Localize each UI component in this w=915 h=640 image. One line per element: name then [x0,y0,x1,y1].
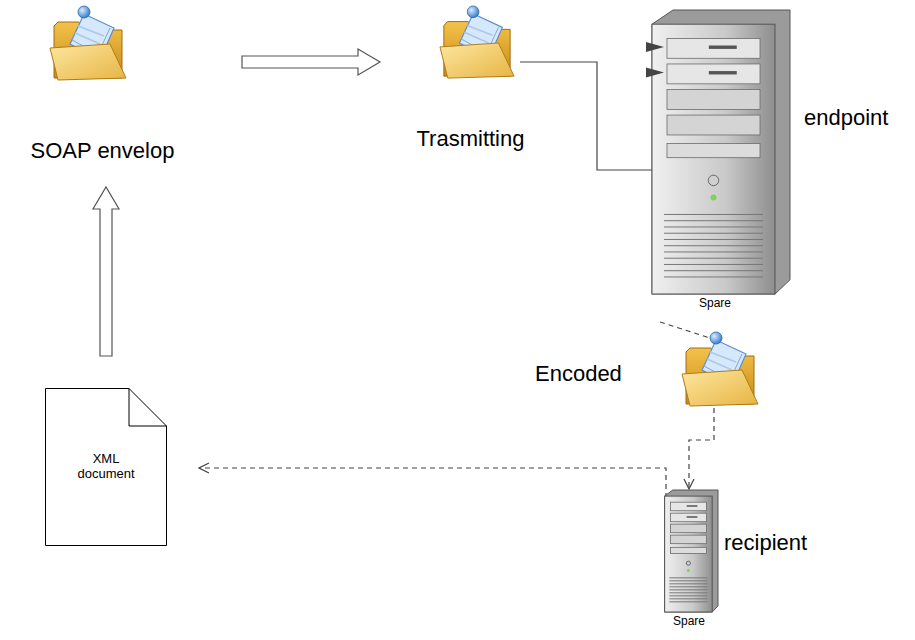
node-label: recipient [724,530,807,555]
folder-icon [48,4,128,84]
server-caption: Spare [654,615,724,629]
block-arrow [242,49,380,75]
block-arrow [93,187,119,356]
connector-line [520,62,652,170]
server-node: recipientSpare [650,486,840,636]
dashed-connector [199,468,666,498]
message-folder: Encoded [530,326,762,416]
document-label: XML document [71,452,141,482]
folder-icon [680,330,760,410]
folder-icon [438,4,516,82]
node-label: Encoded [535,361,622,386]
message-folder: Trasmitting [398,0,545,165]
document-box: XML document [45,388,167,546]
node-label: Trasmitting [398,126,543,151]
server-tower [640,10,790,294]
dashed-connector [660,322,710,338]
dashed-connector [689,408,714,489]
server-tower [660,490,718,612]
node-label: endpoint [804,105,888,130]
node-label: SOAP envelop [10,138,195,163]
message-folder: SOAP envelop [10,0,197,175]
server-caption: Spare [640,297,790,311]
server-node: endpointSpare [632,6,912,320]
